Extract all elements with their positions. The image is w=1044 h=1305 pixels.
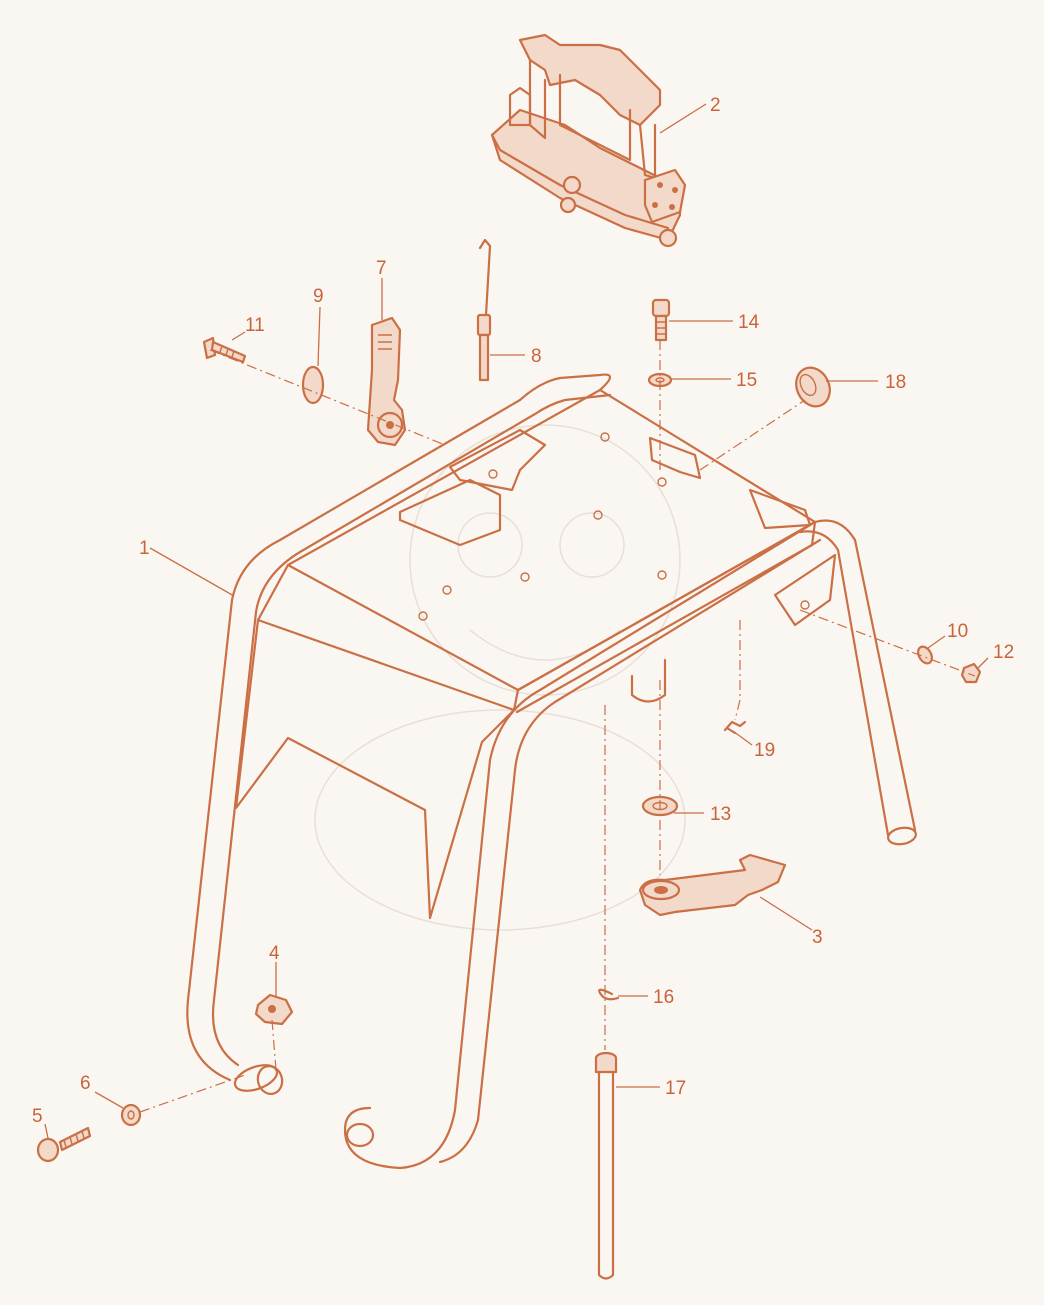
screw-part-14 bbox=[651, 298, 671, 342]
callout-5: 5 bbox=[32, 1106, 43, 1127]
nut-part-12 bbox=[960, 662, 982, 684]
washer-part-6 bbox=[120, 1103, 142, 1127]
callout-2: 2 bbox=[710, 95, 721, 116]
callout-9: 9 bbox=[313, 286, 324, 307]
frame-part-1 bbox=[186, 373, 917, 1170]
callout-18: 18 bbox=[885, 372, 906, 393]
callout-14: 14 bbox=[738, 312, 760, 333]
callout-7: 7 bbox=[376, 258, 387, 279]
clip-part-19 bbox=[723, 720, 747, 735]
callout-1: 1 bbox=[139, 538, 150, 559]
callout-16: 16 bbox=[653, 987, 674, 1008]
leader-lines bbox=[44, 103, 989, 1139]
grommet-part-18 bbox=[795, 366, 831, 408]
callout-12: 12 bbox=[993, 642, 1014, 663]
callout-13: 13 bbox=[710, 804, 731, 825]
callout-8: 8 bbox=[531, 346, 542, 367]
callout-4: 4 bbox=[269, 943, 280, 964]
clamp-nut-part-4 bbox=[254, 993, 294, 1026]
washer-part-10 bbox=[917, 645, 933, 665]
callout-labels: 1 2 3 4 5 6 7 8 9 10 11 12 13 14 15 16 1… bbox=[32, 95, 1014, 1127]
callout-10: 10 bbox=[947, 621, 968, 642]
callout-19: 19 bbox=[754, 740, 775, 761]
washer-part-9 bbox=[301, 365, 325, 405]
bolt-part-5 bbox=[36, 1126, 92, 1163]
assembly-axes bbox=[139, 340, 976, 1113]
callout-17: 17 bbox=[665, 1078, 686, 1099]
arm-part-3 bbox=[638, 853, 787, 917]
carrier-part-2 bbox=[490, 33, 687, 248]
pin-part-8 bbox=[476, 238, 492, 382]
callout-6: 6 bbox=[80, 1073, 91, 1094]
callout-11: 11 bbox=[245, 315, 265, 336]
callout-15: 15 bbox=[736, 370, 757, 391]
snap-ring-part-16 bbox=[598, 988, 620, 1001]
lever-part-7 bbox=[366, 316, 407, 447]
callout-3: 3 bbox=[812, 927, 823, 948]
shaft-part-17 bbox=[594, 1051, 618, 1280]
bolt-part-11 bbox=[202, 336, 247, 364]
